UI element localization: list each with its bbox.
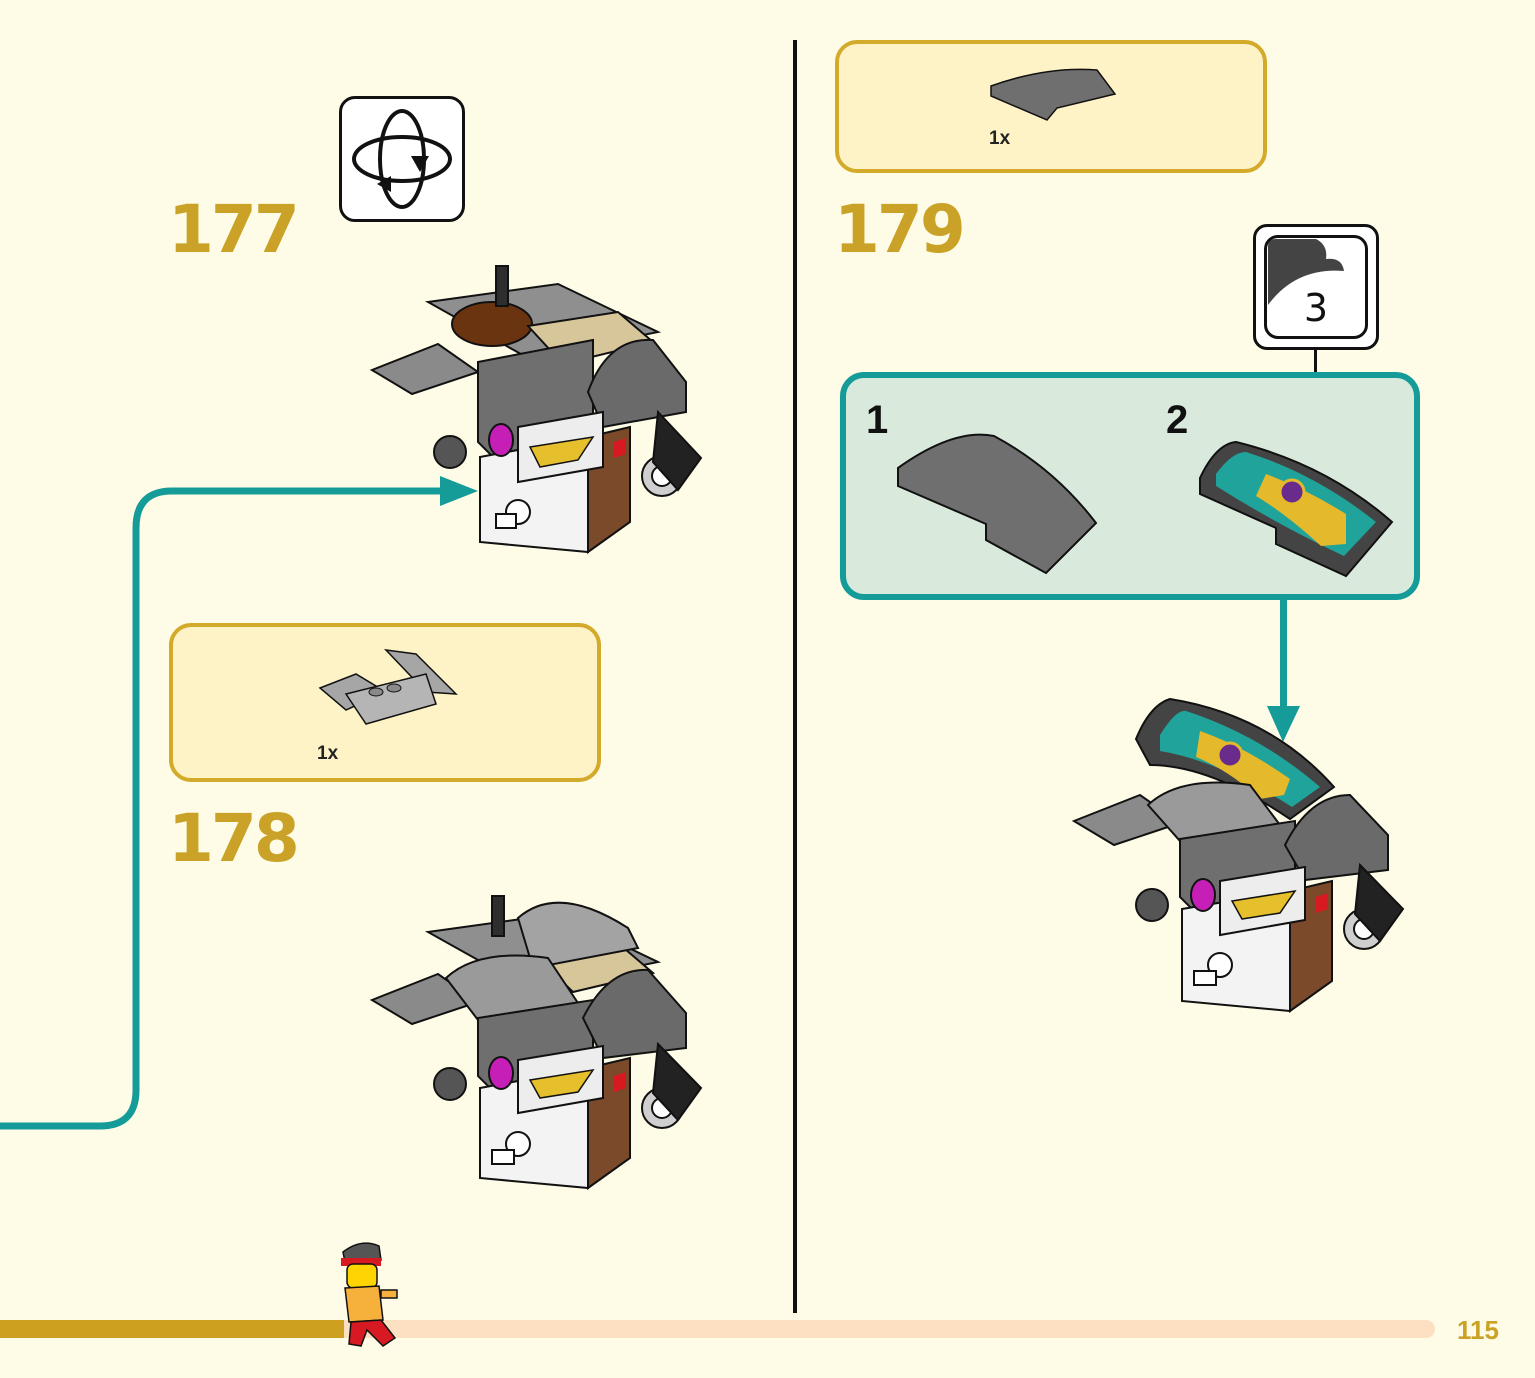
part-quantity-179: 1x (989, 128, 1011, 149)
sub-assembly-callout: 1 2 (840, 372, 1420, 600)
minifigure-runner-icon (341, 1242, 398, 1347)
part-plain-slope (897, 433, 1098, 575)
part-wedge-plate (318, 648, 458, 725)
callout-down-arrow (1267, 598, 1300, 742)
sticker-sheet-number: 3 (1303, 286, 1329, 330)
progress-fill (0, 1320, 344, 1338)
sub-step-2: 2 (1166, 398, 1189, 442)
parts-box-179: 1x (835, 40, 1267, 173)
page-number: 115 (1457, 1315, 1499, 1345)
step-number-178: 178 (168, 800, 300, 877)
step-number-177: 177 (168, 191, 300, 268)
part-curved-slope (990, 68, 1117, 121)
model-step-178 (369, 895, 703, 1190)
sticker-sheet-icon: 3 (1253, 224, 1379, 350)
step-number-179: 179 (834, 191, 966, 268)
model-step-177 (369, 265, 703, 554)
model-step-179 (1071, 697, 1405, 1013)
part-decorated-slope (1199, 440, 1394, 578)
part-quantity-178: 1x (317, 743, 339, 764)
column-divider (793, 40, 797, 1313)
parts-box-178: 1x (169, 623, 601, 782)
rotate-model-icon (339, 96, 465, 222)
sub-step-1: 1 (866, 398, 889, 442)
